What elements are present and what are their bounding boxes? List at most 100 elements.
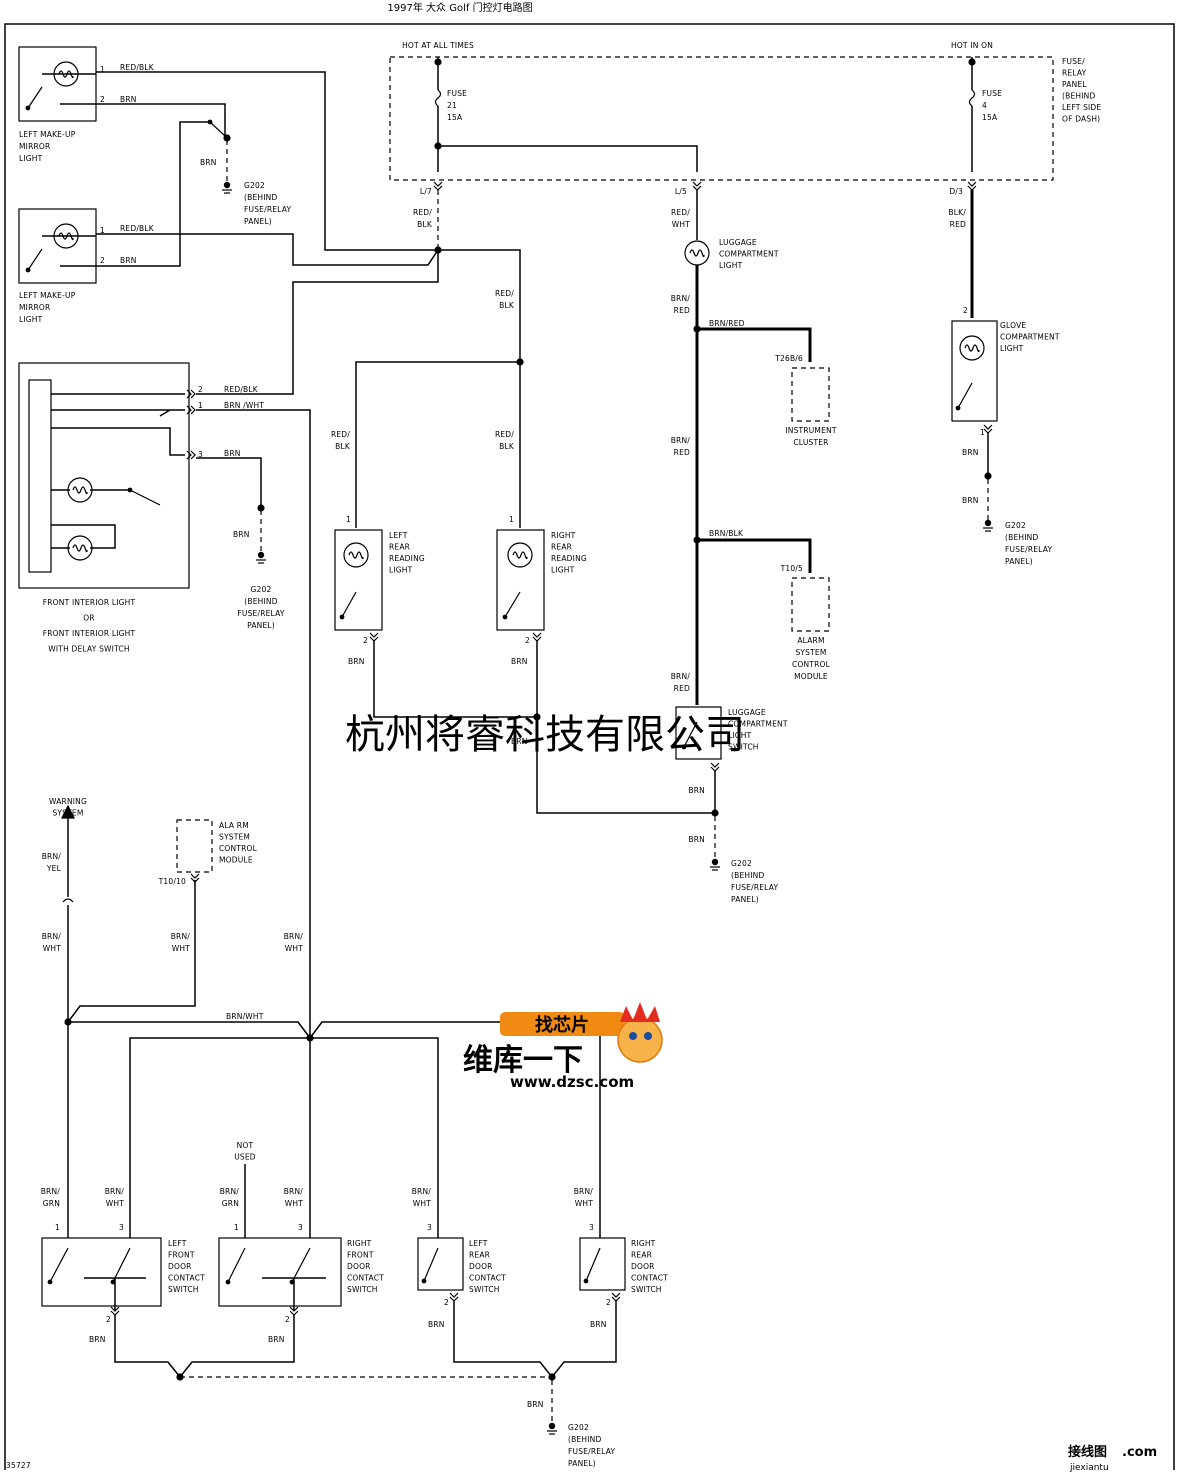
left-mirror-label-1-line: LIGHT [19,154,43,163]
wire-color: RED/ [331,430,350,439]
g202-icon [256,551,266,564]
bulb-icon [53,61,79,87]
wire-color: BRN [89,1335,106,1344]
fuse21-icon [434,89,442,107]
pin: 2 [444,1298,449,1307]
not-used-label-line: NOT [237,1141,254,1150]
reading-switch-right-icon [502,591,521,620]
wire-color: RED [674,684,690,693]
mirror-bulb-2-icon [53,223,79,249]
glove-light-label-line: LIGHT [1000,344,1024,353]
splice-dot [984,472,992,480]
fuse4-label-line: 15A [982,113,998,122]
luggage-bulb-icon [684,240,710,266]
ground-node-icon [223,181,231,189]
bulb-icon [343,542,369,568]
pin: 1 [100,226,105,235]
wire-color: RED/ [495,430,514,439]
switch-pivot-icon [25,105,31,111]
pin: 1 [55,1223,60,1232]
wire-color: YEL [46,864,62,873]
luggage-switch-label-line: SWITCH [728,743,759,752]
connector-icon [62,898,74,903]
left-reading-brn [373,640,537,718]
mirror-switch-2-icon [25,248,43,273]
g202-label-4-line: PANEL) [1005,557,1033,566]
hot-in-on: HOT IN ON [951,41,993,50]
wire-color: BRN/ [42,932,62,941]
filament-icon [964,344,980,353]
instrument-cluster-box [791,367,830,422]
alarm-module-label-line: SYSTEM [795,648,826,657]
instrument-cluster-label-line: CLUSTER [793,438,828,447]
filament-icon [689,249,705,258]
g202-label-4-line: FUSE/RELAY [1005,545,1052,554]
pin: 3 [427,1223,432,1232]
bulb-icon [507,542,533,568]
wire-color: BRN [962,448,979,457]
g202-label-1-line: (BEHIND [244,193,277,202]
left-front-door-label-line: SWITCH [168,1285,199,1294]
left-mirror-label-2-line: LEFT MAKE-UP [19,291,76,300]
switch-blade-icon [209,121,226,137]
interior-int [159,409,171,417]
door-brn [179,1314,295,1378]
arrow-up-icon [61,804,75,819]
conn-icon [449,1292,459,1302]
conn-icon [186,389,196,399]
interior-brn [196,457,262,506]
splice-dot [548,1373,556,1381]
conn-t10-10: T10/10 [158,877,186,886]
front-interior-label-line: FRONT INTERIOR LIGHT [43,629,136,638]
right-front-door-label-line: DOOR [347,1262,371,1271]
alarm-module-label-line: CONTROL [792,660,831,669]
interior-red-blk [196,250,439,395]
switch-pivot-icon [25,267,31,273]
conn-icon [110,1306,120,1316]
mirror-brn-switch-icon [207,119,226,137]
corner-suffix: .com [1122,1445,1157,1460]
pin: 2 [963,306,968,315]
left-rear-door-label-line: DOOR [469,1262,493,1271]
filament-icon [58,232,74,241]
fuse-panel-label-line: LEFT SIDE [1062,103,1101,112]
conn-l7: L/7 [420,187,432,196]
fuse-panel-label-line: FUSE/ [1062,57,1085,66]
reading-switch-left-icon [339,591,357,620]
g202-icon [710,858,720,871]
wire-color: RED/ [495,289,514,298]
logo-badge: 找芯片 [535,1014,589,1036]
wire-color: BRN [590,1320,607,1329]
left-front-door-label-line: DOOR [168,1262,192,1271]
right-rear-reading-light [496,529,545,631]
right-rear-reading-label-line: LIGHT [551,566,575,575]
right-rear-door-label-line: SWITCH [631,1285,662,1294]
conn-l5-icon [692,181,702,191]
pin: 2 [100,95,105,104]
logo-url: www.dzsc.com [510,1073,634,1091]
wire-color: RED/BLK [120,63,155,72]
right-rear-reading-label-line: REAR [551,543,572,552]
filament-icon [348,551,364,560]
mirror2-red-blk [96,233,439,266]
switch-blade-icon [49,1247,69,1283]
mirror2-brn [96,121,210,267]
pin: 2 [285,1315,290,1324]
conn-icon [289,1306,299,1316]
switch-pivot-icon [502,614,508,620]
mirror1-brn [96,103,226,136]
right-rear-reading-label-line: READING [551,554,587,563]
wire-color: BRN/ [574,1187,594,1196]
g202-label-1-line: PANEL) [244,217,272,226]
mirror-switch-1-icon [25,86,43,111]
interior-int [51,524,116,549]
pin: 2 [100,256,105,265]
left-front-door-label-line: LEFT [168,1239,187,1248]
ground-node-icon [548,1422,556,1430]
g202-label-2-line: FUSE/RELAY [237,609,284,618]
g202-label-3-line: FUSE/RELAY [731,883,778,892]
left-rear-door-label-line: LEFT [469,1239,488,1248]
conn-icon [369,632,379,642]
